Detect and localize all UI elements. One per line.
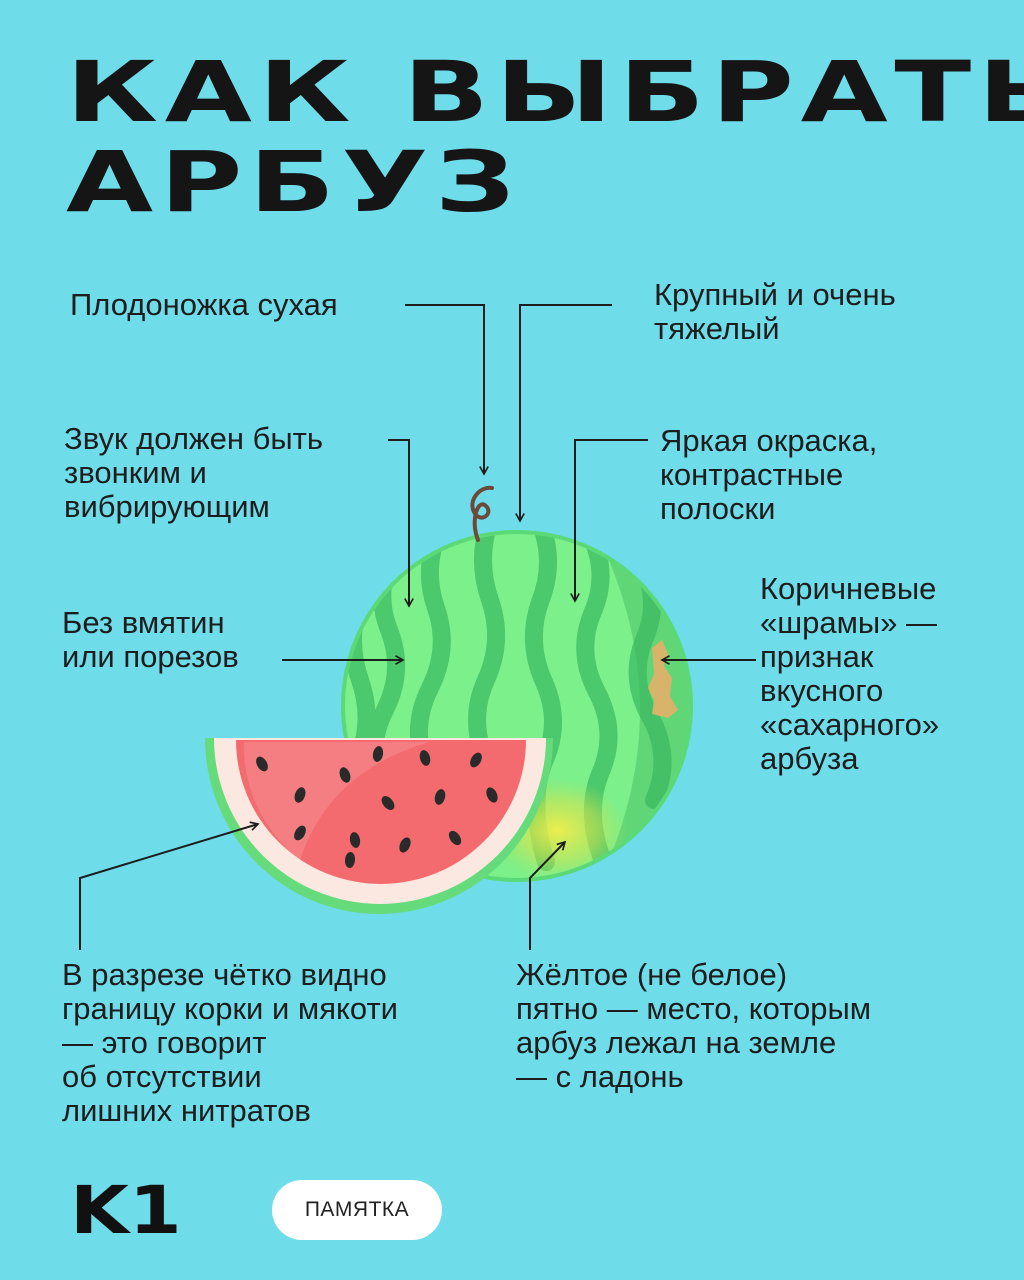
callout-arrows — [79, 304, 756, 950]
label-line: об отсутствии — [62, 1059, 262, 1094]
arrow-spot — [529, 842, 565, 950]
label-line: тяжелый — [654, 311, 780, 346]
label-line: пятно — место, которым — [516, 991, 872, 1026]
stem-icon — [470, 485, 494, 542]
label-line: вибрирующим — [64, 489, 270, 524]
label-line: Яркая окраска, — [660, 423, 878, 458]
arrow-cut — [79, 824, 258, 950]
label-line: или порезов — [62, 639, 239, 674]
label-line: контрастные — [660, 457, 844, 492]
label-line: Без вмятин — [62, 605, 225, 640]
label-line: Звук должен быть — [64, 421, 324, 456]
label-heavy: Крупный и очень тяжелый — [654, 278, 896, 346]
label-line: арбуза — [760, 741, 859, 776]
label-line: — с ладонь — [516, 1059, 684, 1094]
label-line: звонким и — [64, 455, 207, 490]
label-scars: Коричневые «шрамы» — признак вкусного «с… — [760, 572, 939, 776]
watermelon-slice — [205, 738, 553, 914]
label-line: границу корки и мякоти — [62, 991, 398, 1026]
label-cut: В разрезе чётко видно границу корки и мя… — [62, 958, 398, 1128]
arrow-heavy — [520, 304, 612, 521]
title-line-1: КАК ВЫБРАТЬ — [66, 43, 1024, 141]
k1-logo: K1 — [70, 1172, 182, 1249]
arrow-color — [575, 439, 648, 601]
label-line: лишних нитратов — [62, 1093, 311, 1128]
brown-scar — [648, 640, 678, 718]
label-line: — это говорит — [62, 1025, 267, 1060]
label-line: полоски — [660, 491, 776, 526]
label-line: Коричневые — [760, 571, 937, 606]
label-line: вкусного — [760, 673, 884, 708]
label-line: Крупный и очень — [654, 277, 896, 312]
label-dents: Без вмятин или порезов — [62, 606, 239, 674]
label-line: «сахарного» — [760, 707, 940, 742]
label-sound: Звук должен быть звонким и вибрирующим — [64, 422, 323, 524]
arrow-stem — [405, 304, 484, 474]
label-color: Яркая окраска, контрастные полоски — [660, 424, 877, 526]
label-stem: Плодоножка сухая — [70, 288, 338, 322]
arrow-sound — [388, 439, 409, 606]
label-line: «шрамы» — — [760, 605, 938, 640]
label-line: Плодоножка сухая — [70, 287, 338, 322]
seeds — [256, 746, 498, 868]
memo-badge[interactable]: ПАМЯТКА — [272, 1180, 442, 1240]
title-line-2: АРБУЗ — [66, 133, 522, 231]
label-spot: Жёлтое (не белое) пятно — место, которым… — [516, 958, 871, 1094]
label-line: признак — [760, 639, 874, 674]
label-line: Жёлтое (не белое) — [516, 957, 788, 992]
page-title: КАК ВЫБРАТЬ АРБУЗ — [66, 50, 1024, 224]
label-line: В разрезе чётко видно — [62, 957, 387, 992]
label-line: арбуз лежал на земле — [516, 1025, 837, 1060]
